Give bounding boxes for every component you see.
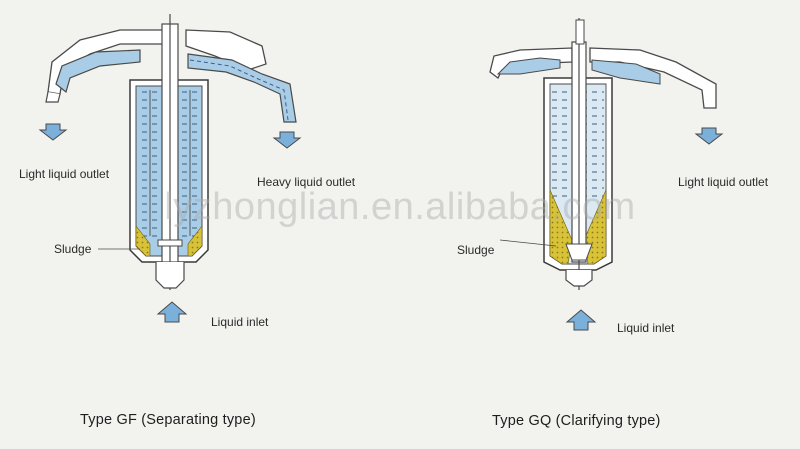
gf-light-outlet-label: Light liquid outlet — [19, 167, 110, 181]
gq-inlet-arrow — [565, 309, 597, 331]
gf-sludge-right — [187, 225, 203, 257]
watermark: lyzhonglian.en.alibaba.com — [164, 186, 636, 228]
gf-left-channel — [55, 49, 141, 94]
gf-light-outlet-arrow — [38, 123, 68, 141]
gq-sludge-label: Sludge — [457, 243, 495, 257]
gf-caption: Type GF (Separating type) — [80, 412, 256, 428]
gf-sludge-left — [135, 225, 151, 257]
gf-top-cover-right — [185, 29, 267, 71]
gf-right-channel — [187, 53, 297, 123]
gf-heavy-outlet-label: Heavy liquid outlet — [257, 175, 356, 189]
separator-gq — [489, 18, 717, 290]
gq-inlet-label: Liquid inlet — [617, 321, 675, 335]
gf-heavy-outlet-arrow — [272, 131, 302, 149]
gq-light-outlet-label: Light liquid outlet — [678, 175, 769, 189]
gq-light-outlet-arrow — [694, 127, 724, 145]
gf-inlet-label: Liquid inlet — [211, 315, 269, 329]
gf-inlet-arrow — [156, 301, 188, 323]
gf-sludge-label: Sludge — [54, 242, 92, 256]
gq-caption: Type GQ (Clarifying type) — [492, 413, 661, 429]
separator-gf — [45, 14, 297, 290]
